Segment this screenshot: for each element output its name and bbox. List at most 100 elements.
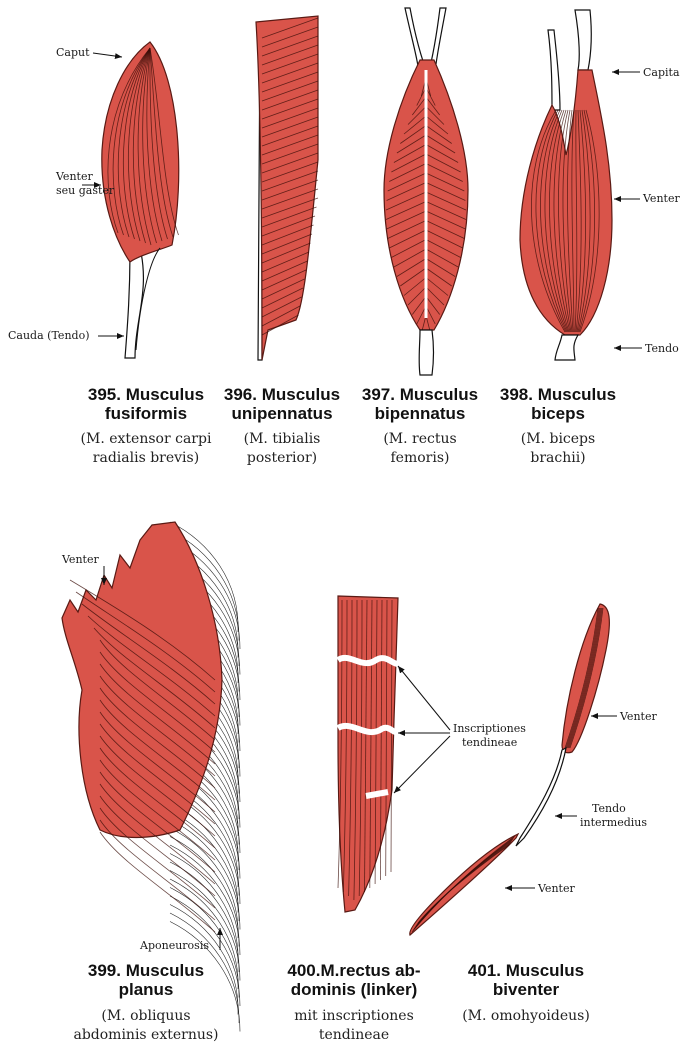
muscle-fiber [567, 109, 574, 333]
caption-400: 400.M.rectus ab- dominis (linker) mit in… [287, 961, 420, 1043]
figure-399-labels: Venter Aponeurosis [61, 553, 223, 952]
muscle-fiber [385, 191, 427, 211]
muscle-fiber [261, 242, 311, 264]
svg-text:fusiformis: fusiformis [105, 404, 187, 423]
muscle-fiber [261, 107, 319, 129]
muscle-fiber [261, 224, 314, 246]
muscle-fiber [380, 599, 383, 881]
muscle-fiber [99, 699, 216, 801]
muscle-fiber [99, 663, 216, 765]
muscle-fiber [169, 521, 239, 633]
muscle-fiber [425, 144, 459, 163]
muscle-fiber [99, 639, 216, 741]
muscle-fiber [389, 229, 427, 249]
muscle-fiber [169, 819, 241, 930]
muscle-fiber [391, 239, 427, 258]
label-tendineae: tendineae [462, 736, 517, 749]
muscle-fiber [261, 179, 319, 201]
muscle-fiber [396, 134, 427, 154]
svg-text:mit inscriptiones: mit inscriptiones [294, 1008, 414, 1024]
muscle-fiber [261, 314, 299, 336]
muscle-fiber [403, 115, 427, 135]
caption-399: 399. Musculus planus (M. obliquus abdomi… [73, 961, 218, 1043]
label-venter-398: Venter [642, 192, 680, 205]
muscle-fiber [425, 115, 449, 135]
muscle-fiber [261, 197, 319, 219]
muscle-fiber [117, 47, 151, 238]
muscle-fiber [569, 607, 604, 749]
muscle-fiber [425, 87, 436, 106]
muscle-fiber [261, 44, 319, 66]
muscle-fiber [387, 172, 427, 192]
muscle-fiber [99, 651, 216, 753]
muscle-fiber [374, 599, 378, 885]
muscle-fiber [337, 599, 343, 889]
muscle-fiber [261, 35, 319, 57]
muscle-fiber [169, 844, 241, 956]
muscle-fiber [425, 258, 456, 277]
muscle-fiber [261, 233, 313, 255]
label-venter-401-upper: Venter [619, 710, 657, 723]
muscle-fiber [261, 161, 319, 183]
svg-text:396. Musculus: 396. Musculus [224, 385, 340, 404]
svg-text:395. Musculus: 395. Musculus [88, 385, 204, 404]
svg-text:400.M.rectus ab-: 400.M.rectus ab- [287, 961, 420, 980]
muscle-fiber [261, 17, 319, 39]
svg-text:dominis (linker): dominis (linker) [291, 980, 418, 999]
svg-text:radialis brevis): radialis brevis) [93, 450, 199, 466]
figure-400-labels: Inscriptiones tendineae [393, 665, 526, 794]
figure-395-fusiform-muscle [101, 41, 180, 359]
muscle-fiber [579, 109, 600, 333]
svg-text:(M. obliquus: (M. obliquus [101, 1008, 190, 1024]
muscle-fiber [169, 870, 241, 981]
svg-text:biventer: biventer [493, 980, 560, 999]
muscle-fiber [390, 599, 393, 873]
svg-text:(M. extensor carpi: (M. extensor carpi [81, 431, 212, 447]
muscle-fiber [566, 607, 601, 749]
muscle-fiber [574, 109, 578, 333]
muscle-fiber [577, 109, 591, 333]
muscle-fiber [261, 80, 319, 102]
muscle-fiber [169, 853, 239, 964]
muscle-fiber [400, 125, 427, 144]
muscle-fiber [576, 109, 587, 333]
label-venter-401-lower: Venter [537, 882, 575, 895]
muscle-fiber [562, 109, 573, 333]
muscle-fiber [400, 267, 427, 287]
figure-397-bipennate-muscle [383, 7, 469, 376]
muscle-fiber [396, 258, 427, 277]
label-aponeurosis: Aponeurosis [139, 939, 209, 952]
muscle-fiber [99, 819, 216, 921]
muscle-fiber [342, 599, 348, 893]
muscle-fiber [564, 607, 599, 749]
muscle-fiber [261, 287, 304, 309]
muscle-fiber [99, 807, 216, 909]
muscle-fiber [261, 305, 301, 327]
svg-text:unipennatus: unipennatus [231, 404, 332, 423]
svg-text:397. Musculus: 397. Musculus [362, 385, 478, 404]
muscle-fiber [99, 723, 216, 825]
svg-text:brachii): brachii) [530, 450, 585, 466]
muscle-fiber [425, 296, 440, 315]
muscle-fiber [261, 170, 319, 192]
muscle-fiber [261, 296, 302, 318]
muscle-fiber [571, 109, 575, 333]
figure-399-flat-muscle [61, 521, 241, 1032]
muscle-fiber [169, 921, 241, 1032]
muscle-fiber [565, 607, 600, 749]
muscle-fiber [81, 603, 216, 705]
svg-text:401. Musculus: 401. Musculus [468, 961, 584, 980]
muscle-fiber [169, 904, 239, 1015]
muscle-fiber [261, 143, 319, 165]
muscle-fiber [425, 248, 459, 268]
muscle-fiber [99, 831, 216, 933]
muscle-fiber [386, 182, 427, 201]
figure-401-biventer-muscle [409, 603, 610, 937]
figure-401-labels: Venter Tendo intermedius Venter [505, 710, 657, 895]
figure-396-unipennate-muscle [255, 15, 319, 361]
label-inscriptiones: Inscriptiones [453, 722, 526, 735]
muscle-fiber [389, 163, 427, 182]
muscle-fiber [107, 47, 151, 234]
muscle-fiber [403, 277, 427, 296]
muscle-fiber [425, 106, 445, 125]
